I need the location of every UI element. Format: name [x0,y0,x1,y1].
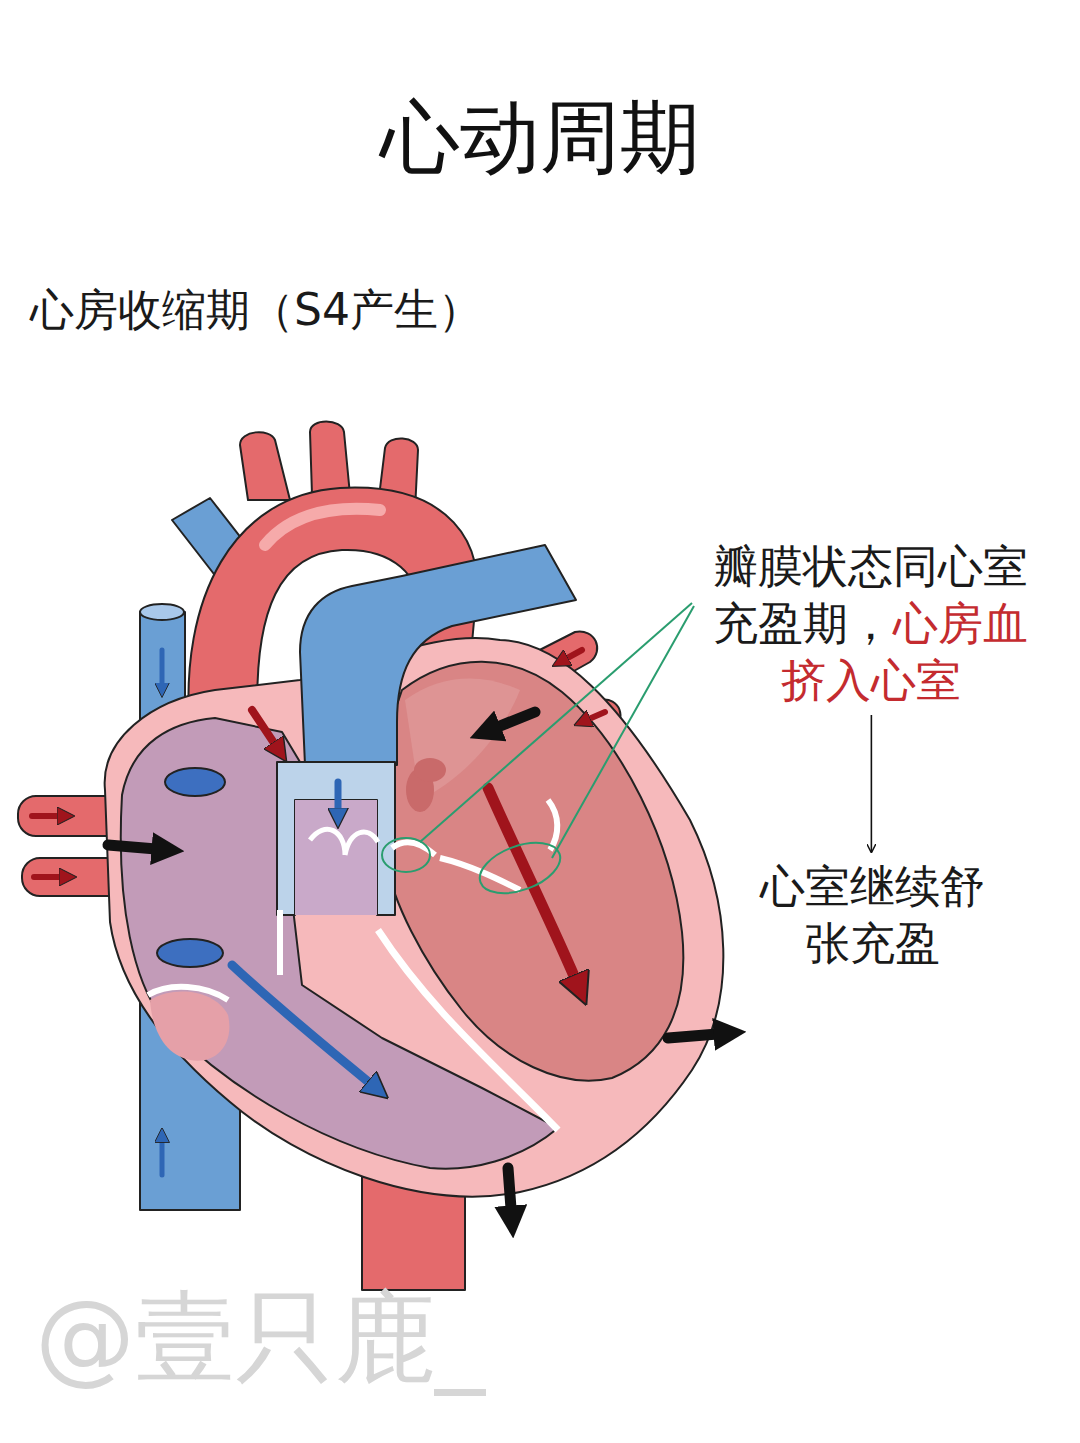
watermark: @壹只鹿_ [35,1275,485,1400]
callout-text-box: 心室继续舒张充盈 [742,856,1002,974]
callout-text-box: 瓣膜状态同心室充盈期，心房血挤入心室 [698,536,1044,711]
subtitle: 心房收缩期（S4产生） [30,282,482,337]
title: 心动周期 [0,88,1080,188]
callout-text: 心室继续舒张充盈 [760,860,985,970]
flow-arrow [871,715,873,852]
